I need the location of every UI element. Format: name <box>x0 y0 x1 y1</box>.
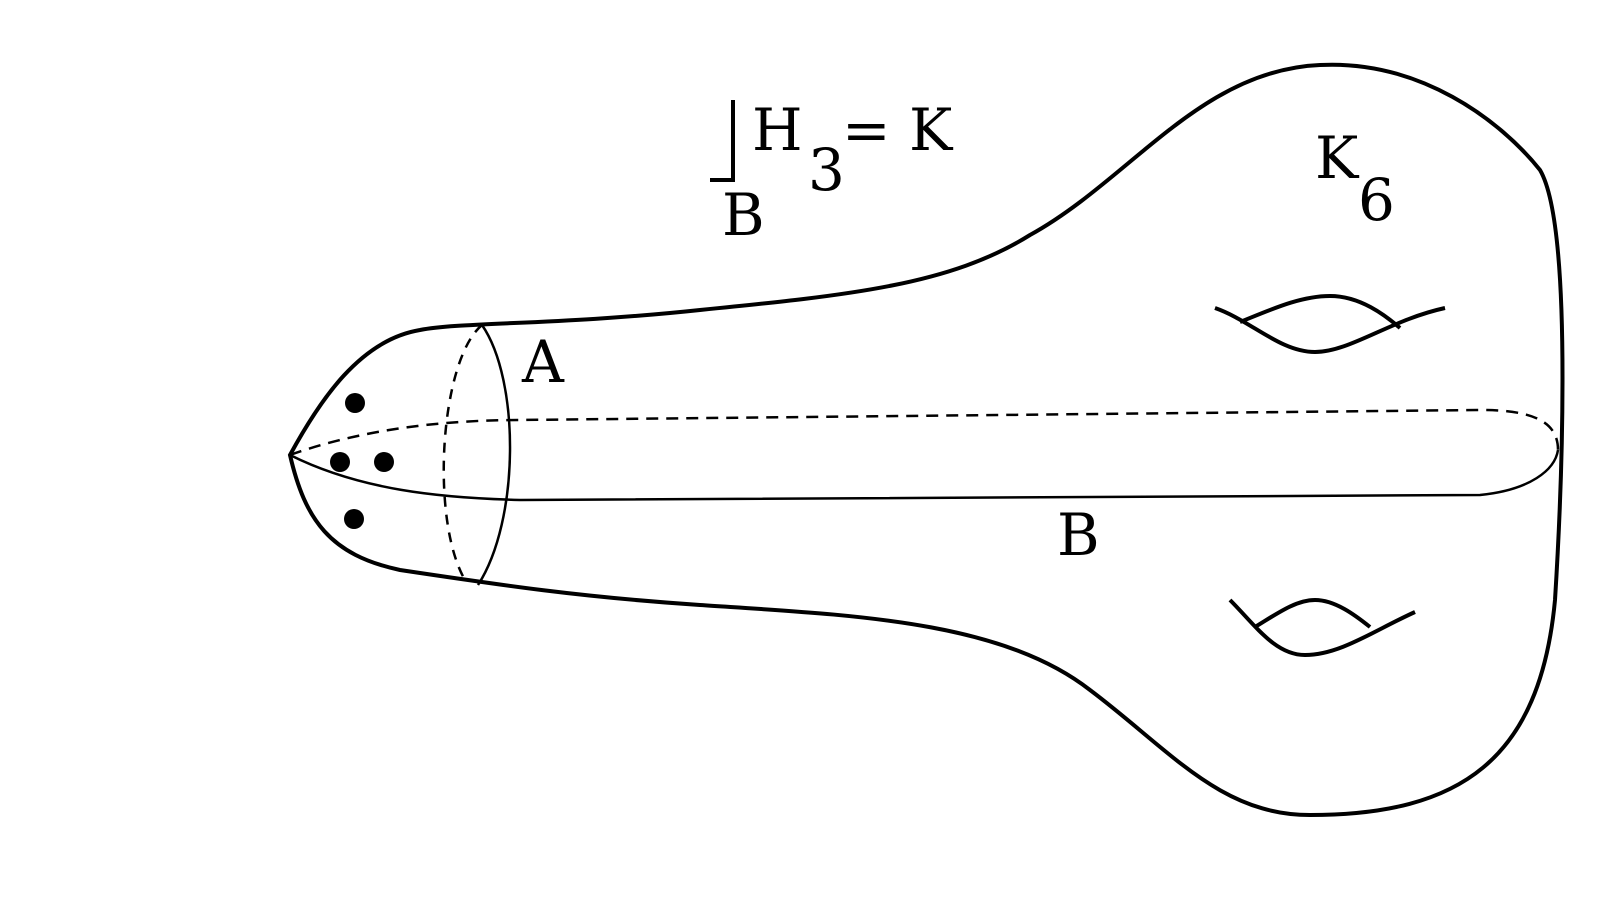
formula-integrand: H <box>752 96 803 164</box>
cycle-b-dashed-curve <box>289 408 1560 457</box>
k6-label-subscript: 6 <box>1358 166 1395 234</box>
surface-outline <box>287 62 1565 818</box>
integral-sign <box>710 100 735 182</box>
handle-lower <box>1228 597 1416 658</box>
formula-integrand-subscript: 3 <box>808 136 845 204</box>
handle-upper <box>1214 293 1446 355</box>
puncture-dot <box>344 509 364 529</box>
puncture-dot <box>345 393 365 413</box>
puncture-dot <box>374 452 394 472</box>
formula-rhs: = K <box>842 96 954 164</box>
punctures <box>330 393 394 529</box>
cycle-a-solid-arc <box>476 324 512 586</box>
cycle-b-label: B <box>1057 501 1100 569</box>
puncture-dot <box>330 452 350 472</box>
formula-domain: B <box>722 181 765 249</box>
cycle-a-label: A <box>521 328 565 396</box>
cycle-a-dashed-arc <box>442 324 483 581</box>
cycle-b-solid-curve <box>289 449 1560 502</box>
formula: H 3 = K B <box>710 96 954 249</box>
k6-label-main: K <box>1315 124 1360 192</box>
